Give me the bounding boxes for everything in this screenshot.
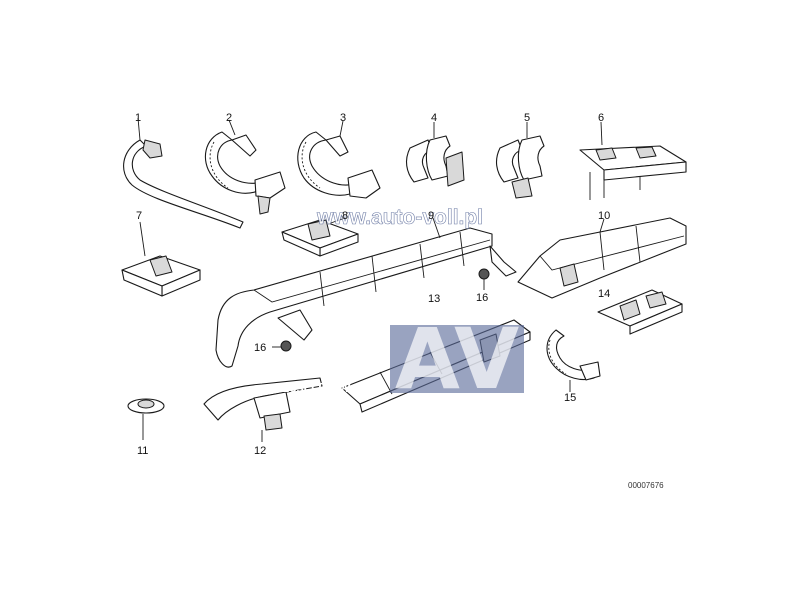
callout-label-15: 15 — [564, 392, 576, 404]
callout-label-14: 14 — [598, 288, 610, 300]
callout-label-16b: 16 — [254, 342, 266, 354]
callout-label-3: 3 — [340, 112, 346, 124]
part-3-serrated-clamp — [297, 120, 381, 199]
callout-label-5: 5 — [524, 112, 530, 124]
callout-label-9: 9 — [428, 210, 434, 222]
callout-label-1: 1 — [135, 112, 141, 124]
part-8-holder-base — [281, 217, 359, 257]
part-5-double-clip — [495, 122, 545, 199]
part-16-screw-a — [478, 268, 490, 290]
callout-label-16a: 16 — [476, 292, 488, 304]
part-4-double-clip — [405, 122, 465, 187]
part-12-trough-holder — [203, 377, 323, 442]
callout-label-4: 4 — [431, 112, 437, 124]
callout-label-12: 12 — [254, 445, 266, 457]
part-9-13-wiring-channel — [215, 217, 517, 368]
part-10-channel — [517, 217, 687, 299]
part-14-bracket — [597, 289, 683, 335]
part-16-screw-b — [272, 340, 292, 352]
part-2-serrated-clamp — [204, 119, 286, 215]
watermark-logo-box — [390, 325, 524, 393]
callout-labels: 1 2 3 4 5 6 7 8 9 10 11 12 13 14 15 16 1… — [135, 112, 610, 457]
callout-label-13: 13 — [428, 293, 440, 305]
part-11-push-clip — [127, 398, 165, 440]
watermark: AV Części BMW www.auto-voll.pl — [273, 206, 524, 408]
callout-label-7: 7 — [136, 210, 142, 222]
part-7-holder-base — [121, 221, 201, 297]
callout-label-10: 10 — [598, 210, 610, 222]
part-1-cable-tie — [123, 117, 244, 229]
callout-label-11: 11 — [137, 445, 148, 457]
part-15-clamp — [546, 329, 601, 392]
watermark-url: www.auto-voll.pl — [316, 206, 483, 229]
callout-label-2: 2 — [226, 112, 232, 124]
part-6-multi-holder — [579, 121, 687, 200]
watermark-logo-letters: AV — [395, 310, 519, 408]
callout-label-6: 6 — [598, 112, 604, 124]
drawing-code: 00007676 — [628, 481, 664, 490]
watermark-subtitle: Części BMW — [273, 380, 351, 395]
callout-label-8: 8 — [342, 210, 348, 222]
